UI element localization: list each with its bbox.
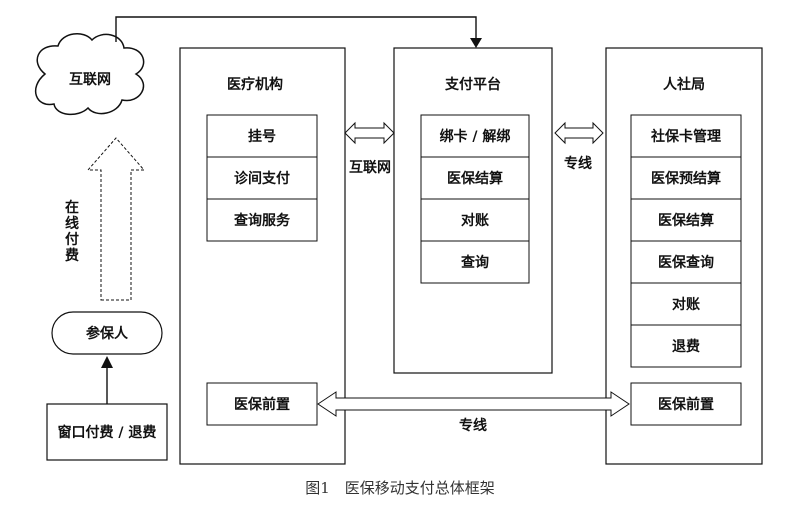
payment-platform-panel: 支付平台 绑卡 / 解绑 医保结算 对账 查询: [393, 47, 553, 374]
window-payment-label: 窗口付费 / 退费: [58, 424, 157, 441]
social-security-bureau-title: 人社局: [663, 76, 705, 93]
online-payment-char: 付: [65, 231, 79, 248]
internet-cloud: 互联网: [34, 33, 145, 116]
medical-institution-panel: 医疗机构 挂号 诊间支付 查询服务 医保前置: [179, 47, 346, 465]
cloud-shape: [34, 33, 145, 116]
service-label: 挂号: [248, 128, 276, 145]
figure-caption: 图1 医保移动支付总体框架: [305, 479, 495, 497]
service-box: [630, 282, 742, 326]
service-label: 医保查询: [658, 254, 714, 271]
service-label: 查询: [461, 254, 489, 271]
service-label: 绑卡 / 解绑: [440, 128, 511, 145]
online-payment-char: 费: [65, 247, 79, 264]
service-label: 诊间支付: [234, 170, 290, 187]
service-label: 医保结算: [658, 212, 714, 229]
insured-person-node: [51, 311, 163, 355]
service-label: 对账: [672, 296, 700, 313]
online-payment-char: 线: [65, 215, 79, 232]
service-label: 医保预结算: [651, 170, 721, 187]
service-box: [420, 240, 530, 284]
online-payment-char: 在: [65, 199, 79, 216]
internet-cloud-label: 互联网: [69, 72, 111, 88]
window-to-person-arrowhead: [101, 356, 113, 368]
service-box: [206, 114, 318, 158]
internet-link-label: 互联网: [349, 160, 391, 176]
service-box: [420, 156, 530, 200]
window-payment-node: [46, 403, 168, 461]
dedicated-line-double-arrow: [554, 121, 604, 145]
service-box: [630, 156, 742, 200]
online-payment-arrow: [86, 137, 146, 301]
service-label: 查询服务: [234, 212, 291, 229]
internet-double-arrow: [344, 121, 395, 145]
service-box: [630, 198, 742, 242]
service-label: 社保卡管理: [650, 128, 721, 145]
service-box: [206, 198, 318, 242]
online-payment-label: 在 线 付 费: [65, 199, 79, 264]
front-gateway-label: 医保前置: [658, 396, 714, 413]
gateway-double-arrow: [317, 391, 630, 417]
dedicated-line-label: 专线: [564, 155, 592, 172]
connector-arrowhead: [470, 38, 482, 48]
service-box: [420, 198, 530, 242]
service-label: 退费: [672, 338, 700, 355]
service-box: [630, 114, 742, 158]
service-box: [630, 324, 742, 368]
gateway-link-label: 专线: [459, 417, 487, 434]
service-box: [630, 240, 742, 284]
payment-platform-title: 支付平台: [444, 76, 501, 93]
insured-person-label: 参保人: [86, 325, 129, 342]
social-security-bureau-panel: 人社局 社保卡管理 医保预结算 医保结算 医保查询 对账 退费 医保前置: [605, 47, 763, 465]
front-gateway-label: 医保前置: [234, 396, 290, 413]
cloud-to-platform-connector: [115, 16, 477, 42]
medical-institution-title: 医疗机构: [227, 76, 283, 93]
service-label: 对账: [461, 212, 489, 229]
service-label: 医保结算: [447, 170, 503, 187]
front-gateway-box: [630, 382, 742, 426]
front-gateway-box: [206, 382, 318, 426]
service-box: [420, 114, 530, 158]
service-box: [206, 156, 318, 200]
